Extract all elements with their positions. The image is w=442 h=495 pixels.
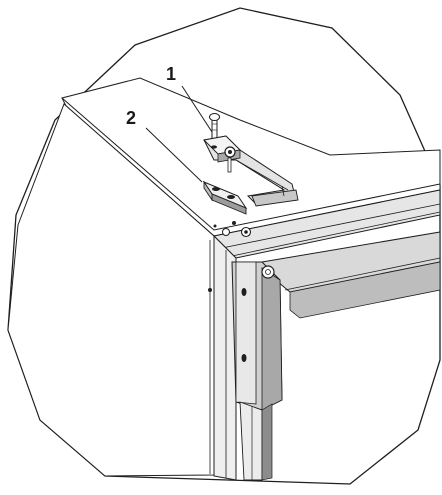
corner-cap-inner xyxy=(265,269,271,275)
part-1-bracket xyxy=(203,113,299,207)
side-hole-icon xyxy=(208,288,212,292)
part-2-hole-right-icon xyxy=(227,195,235,199)
top-screw-4-icon xyxy=(213,224,217,228)
part-2-hole-left-icon xyxy=(212,187,220,191)
top-screw-2-icon xyxy=(232,221,236,225)
part-1-bolt-shaft xyxy=(211,117,218,141)
part-1-foot xyxy=(251,189,299,207)
hinge-hole-upper-icon xyxy=(241,288,247,296)
part-1-nut-center xyxy=(228,150,232,154)
rail-line-1 xyxy=(221,203,441,249)
callout-2-leader xyxy=(145,127,203,183)
part-2-plate xyxy=(202,180,248,215)
door-lower-edge xyxy=(239,401,263,481)
part-1-slot-icon xyxy=(211,145,217,149)
front-frame-post xyxy=(213,234,237,481)
door-frame-top-inner xyxy=(289,261,441,319)
part-1-arm-line xyxy=(235,159,289,191)
door-lower-shadow xyxy=(261,403,273,481)
top-screw-3-center xyxy=(244,230,248,234)
door-frame-top-line xyxy=(284,257,441,291)
top-screw-1-icon xyxy=(222,228,230,236)
cabinet-side-panel xyxy=(7,103,215,477)
callout-1-label: 1 xyxy=(166,64,176,84)
callout-1-leader xyxy=(181,85,213,133)
door-hinge-column-shadow xyxy=(261,267,283,411)
part-2-plate-side xyxy=(203,180,213,202)
part-1-foot-tab xyxy=(281,185,285,197)
hinge-hole-lower-icon xyxy=(241,354,247,362)
part-1-pin xyxy=(227,157,232,173)
top-edge-line xyxy=(61,97,441,231)
part-1-bolt-head-icon xyxy=(209,113,220,121)
door-hinge-column-face xyxy=(235,261,257,405)
callout-2-label: 2 xyxy=(126,108,136,128)
rail-line-2 xyxy=(231,211,441,257)
